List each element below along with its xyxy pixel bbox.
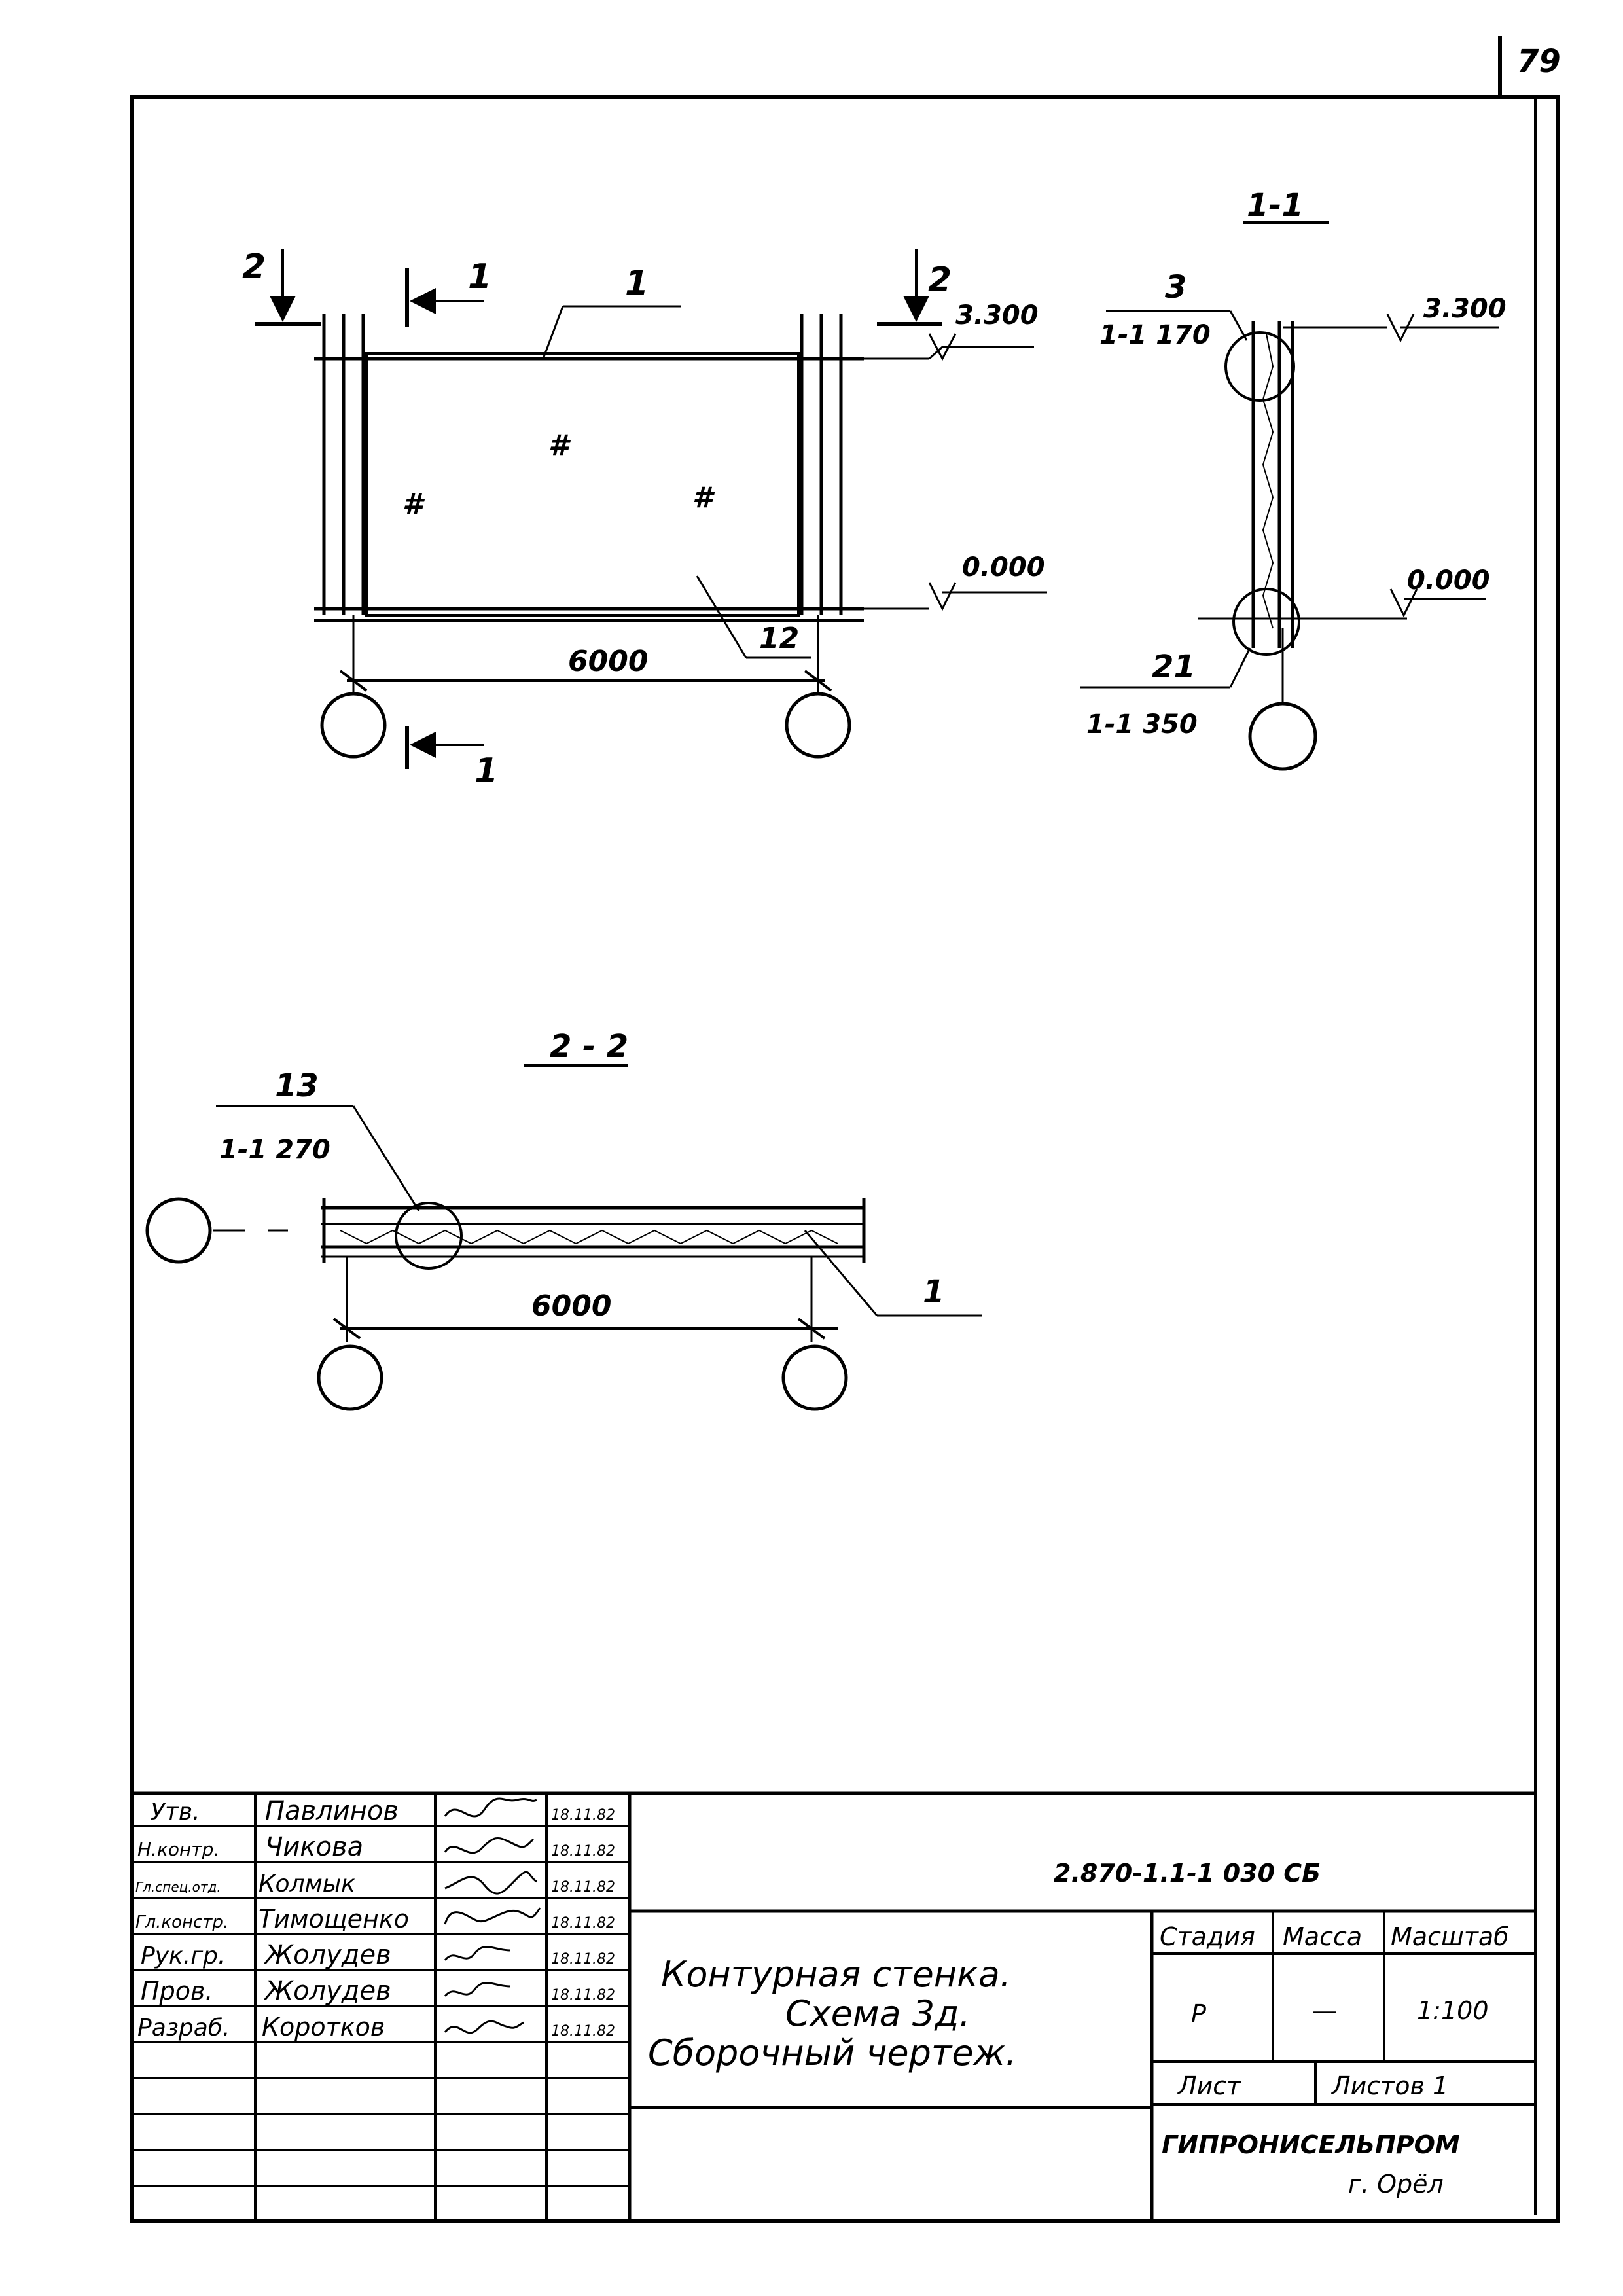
- stage-label: Стадия: [1160, 1922, 1255, 1951]
- name-6: Коротков: [262, 2013, 385, 2041]
- section-1-1-callout-top-number: 3: [1165, 269, 1186, 306]
- elevation-labels: 2 2 1 1 1 12 3.300 0.000 6000 # # #: [242, 247, 1045, 791]
- organization-name: ГИПРОНИСЕЛЬПРОМ: [1162, 2130, 1460, 2159]
- title-block-grid: [132, 1791, 1535, 2219]
- document-code: 2.870-1.1-1 030 СБ: [1054, 1859, 1321, 1888]
- mass-value: —: [1312, 1996, 1337, 2025]
- title-block-main: 2.870-1.1-1 030 СБ Контурная стенка. Схе…: [648, 1859, 1509, 2198]
- hatch-mark-2: #: [402, 488, 425, 521]
- name-5: Жолудев: [263, 1976, 391, 2006]
- role-6: Разраб.: [137, 2015, 230, 2041]
- date-3: 18.11.82: [551, 1915, 615, 1931]
- handwritten-signatures: [444, 1797, 541, 2034]
- sheet-number: 79: [1517, 43, 1561, 80]
- section-mark-right: 2: [928, 260, 952, 300]
- section-2-2-labels: 2 - 2 13 1-1 270 1 6000: [219, 1028, 944, 1323]
- span-dimension: 6000: [568, 645, 648, 678]
- date-4: 18.11.82: [551, 1951, 615, 1967]
- signature-table: Утв. Павлинов 18.11.82 Н.контр. Чикова 1…: [135, 1796, 615, 2041]
- section-2-2-callout-number: 13: [275, 1067, 319, 1104]
- section-2-2-span: 6000: [531, 1289, 611, 1323]
- role-4: Рук.гр.: [141, 1943, 225, 1969]
- role-3: Гл.констр.: [135, 1912, 228, 1932]
- mass-label: Масса: [1283, 1922, 1362, 1951]
- scale-value: 1:100: [1417, 1996, 1489, 2025]
- section-1-1-labels: 1-1 3 1-1 170 21 1-1 350 3.300 0.000: [1086, 187, 1507, 740]
- section-2-2-callout-ref: 1-1 270: [219, 1135, 330, 1165]
- sheets-label: Листов 1: [1330, 2072, 1448, 2100]
- drawing-frame: [130, 95, 1560, 2223]
- section-2-2: [145, 1064, 982, 1411]
- name-3: Тимощенко: [259, 1905, 409, 1933]
- drawing-title-line-3: Сборочный чертеж.: [648, 2032, 1016, 2073]
- role-5: Пров.: [141, 1977, 213, 2005]
- section-1-1-level-bottom: 0.000: [1407, 565, 1490, 596]
- date-1: 18.11.82: [551, 1843, 615, 1859]
- section-1-1-callout-bottom-number: 21: [1152, 649, 1196, 685]
- section-2-2-title: 2 - 2: [550, 1028, 628, 1065]
- section-1-1-callout-top-ref: 1-1 170: [1099, 320, 1211, 350]
- stage-value: Р: [1191, 2000, 1206, 2028]
- role-1: Н.контр.: [137, 1839, 219, 1860]
- role-2: Гл.спец.отд.: [135, 1879, 221, 1895]
- date-5: 18.11.82: [551, 1987, 615, 2003]
- section-1-1-callout-bottom-ref: 1-1 350: [1086, 709, 1198, 740]
- date-6: 18.11.82: [551, 2023, 615, 2039]
- elevation-view: [255, 249, 1047, 769]
- organization-city: г. Орёл: [1348, 2170, 1444, 2198]
- name-0: Павлинов: [265, 1796, 399, 1826]
- level-top: 3.300: [955, 300, 1039, 331]
- date-2: 18.11.82: [551, 1879, 615, 1895]
- cut-mark-bottom: 1: [474, 751, 498, 791]
- name-4: Жолудев: [263, 1940, 391, 1970]
- callout-top: 1: [625, 264, 649, 303]
- section-1-1-title: 1-1: [1247, 187, 1304, 224]
- section-1-1-level-top: 3.300: [1423, 294, 1507, 324]
- section-1-1: [1080, 221, 1499, 771]
- hatch-mark-1: #: [548, 429, 571, 462]
- sheet-label: Лист: [1177, 2072, 1242, 2100]
- scale-label: Масштаб: [1391, 1922, 1509, 1951]
- cut-mark-top: 1: [468, 257, 491, 296]
- name-1: Чикова: [265, 1832, 363, 1862]
- drawing-title-line-2: Схема 3д.: [785, 1993, 971, 2034]
- drawing-title-line-1: Контурная стенка.: [661, 1954, 1011, 1995]
- section-2-2-callout-right: 1: [923, 1274, 944, 1310]
- level-bottom: 0.000: [962, 552, 1045, 583]
- name-2: Колмык: [259, 1871, 355, 1897]
- hatch-mark-3: #: [692, 481, 715, 514]
- role-0: Утв.: [151, 1799, 200, 1825]
- sheet-number-mark: 79: [1498, 36, 1561, 98]
- date-0: 18.11.82: [551, 1807, 615, 1823]
- section-mark-left: 2: [242, 247, 266, 287]
- callout-bottom: 12: [759, 622, 799, 655]
